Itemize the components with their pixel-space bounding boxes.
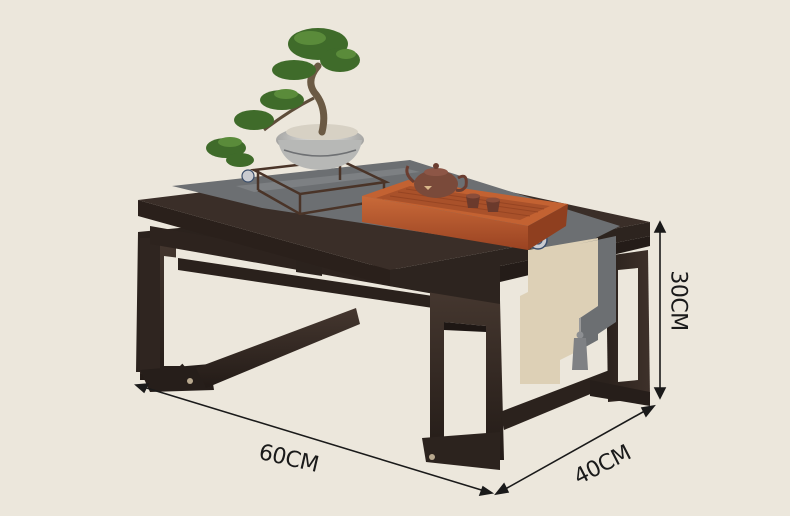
tassel-icon <box>572 318 588 370</box>
dimension-lines <box>134 220 667 497</box>
tea-cups-icon <box>466 193 500 212</box>
tea-tray <box>362 163 568 250</box>
teapot-icon <box>405 163 468 198</box>
height-dimension-label: 30CM <box>665 270 691 331</box>
bonsai-plant-icon <box>206 28 391 216</box>
